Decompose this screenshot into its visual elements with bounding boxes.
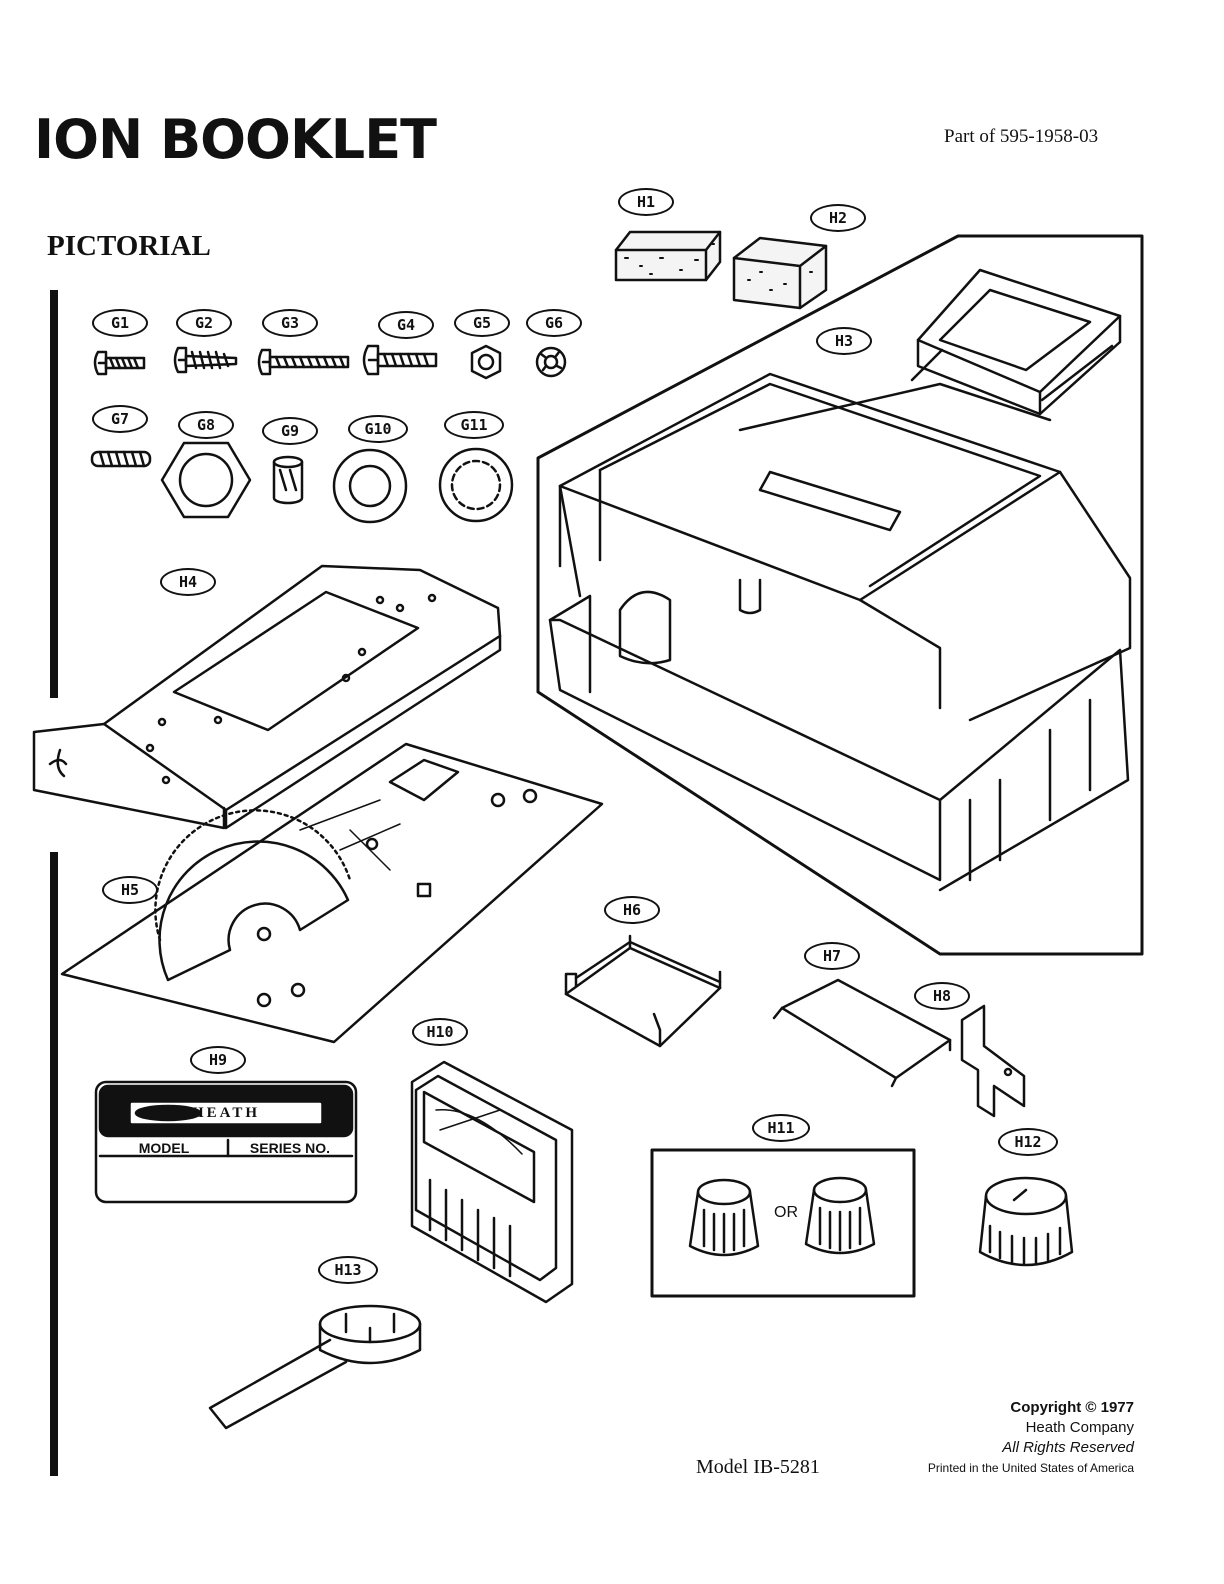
part-label-G3: G3: [262, 309, 318, 337]
g4-screw-drawing: [364, 346, 436, 374]
part-label-G6: G6: [526, 309, 582, 337]
h4-chassis-drawing: [34, 566, 500, 828]
part-label-H11: H11: [752, 1114, 810, 1142]
nameplate-model-label: MODEL: [100, 1140, 228, 1156]
part-label-H2: H2: [810, 204, 866, 232]
part-label-G8: G8: [178, 411, 234, 439]
g2-screw-drawing: [175, 348, 236, 372]
g3-screw-drawing: [259, 350, 348, 374]
g7-setscrew-drawing: [92, 452, 150, 466]
part-label-H4: H4: [160, 568, 216, 596]
h11-callout-box: [652, 1150, 914, 1296]
h11-knob-b-drawing: [806, 1178, 874, 1253]
copyright-block: Copyright © 1977 Heath Company All Right…: [928, 1398, 1134, 1478]
part-label-H1: H1: [618, 188, 674, 216]
part-label-G9: G9: [262, 417, 318, 445]
h11-knob-a-drawing: [690, 1180, 758, 1255]
h12-knob-drawing: [980, 1178, 1072, 1265]
nameplate-brand: HEATH: [132, 1104, 320, 1122]
g9-spacer-drawing: [274, 457, 302, 503]
h6-bracket-drawing: [566, 936, 720, 1046]
company-line: Heath Company: [928, 1418, 1134, 1438]
rights-line: All Rights Reserved: [928, 1438, 1134, 1458]
g11-lockwasher-drawing: [440, 449, 512, 521]
model-number: Model IB-5281: [696, 1456, 820, 1479]
part-label-H13: H13: [318, 1256, 378, 1284]
printed-line: Printed in the United States of America: [928, 1458, 1134, 1478]
copyright-line: Copyright © 1977: [928, 1398, 1134, 1418]
h2-foam-pad-drawing: [734, 238, 826, 308]
part-label-H6: H6: [604, 896, 660, 924]
part-label-G10: G10: [348, 415, 408, 443]
g10-washer-drawing: [334, 450, 406, 522]
part-label-H9: H9: [190, 1046, 246, 1074]
h10-meter-drawing: [412, 1062, 572, 1302]
nameplate-series-label: SERIES NO.: [228, 1140, 352, 1156]
part-label-H7: H7: [804, 942, 860, 970]
part-label-G5: G5: [454, 309, 510, 337]
part-label-G11: G11: [444, 411, 504, 439]
part-label-H10: H10: [412, 1018, 468, 1046]
h11-or-text: OR: [774, 1204, 798, 1222]
part-label-H3: H3: [816, 327, 872, 355]
part-label-H5: H5: [102, 876, 158, 904]
g5-nut-drawing: [472, 346, 500, 378]
part-label-H12: H12: [998, 1128, 1058, 1156]
g1-screw-drawing: [95, 352, 144, 374]
g6-lockwasher-drawing: [537, 348, 565, 376]
part-label-G2: G2: [176, 309, 232, 337]
part-label-G4: G4: [378, 311, 434, 339]
h3-bezel-drawing: [912, 270, 1120, 414]
h3-cabinet-drawing: [550, 374, 1130, 890]
part-label-H8: H8: [914, 982, 970, 1010]
h8-bracket-drawing: [962, 1006, 1024, 1116]
part-label-G1: G1: [92, 309, 148, 337]
part-label-G7: G7: [92, 405, 148, 433]
h1-foam-strip-drawing: [616, 232, 720, 280]
h13-wrench-drawing: [210, 1306, 420, 1428]
g8-hexnut-drawing: [162, 443, 250, 517]
